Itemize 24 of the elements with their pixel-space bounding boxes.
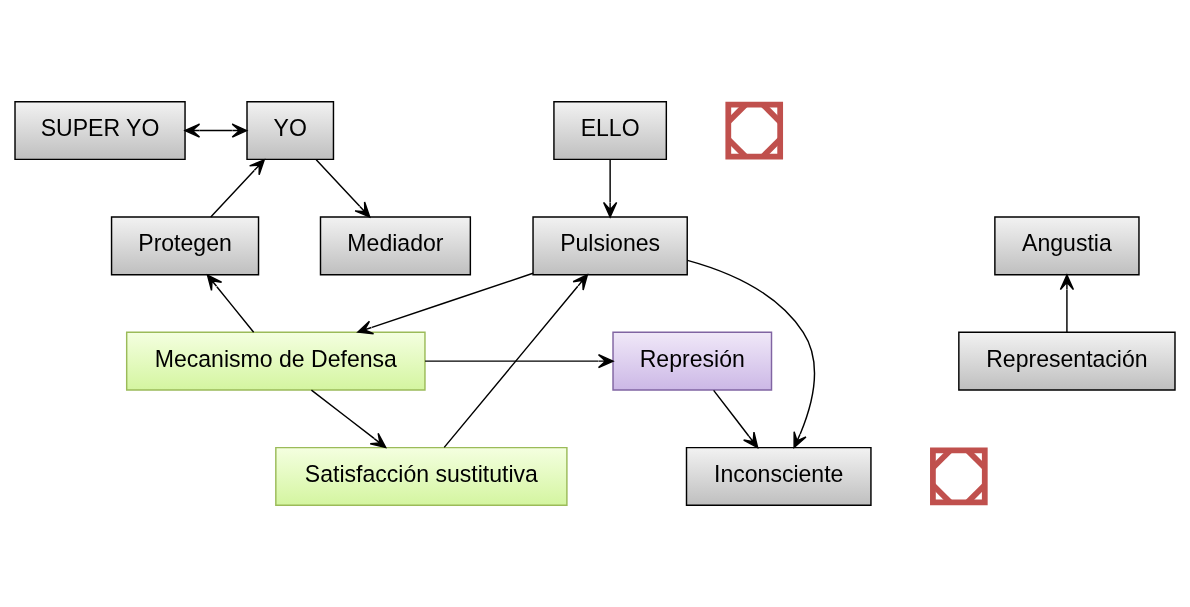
node-box: Satisfacción sustitutiva xyxy=(275,446,568,506)
arrow xyxy=(1059,274,1075,333)
arrow xyxy=(184,123,248,138)
arrow xyxy=(686,259,815,449)
node-box: Represión xyxy=(612,331,773,391)
node-box: Mediador xyxy=(319,216,472,276)
arrow xyxy=(210,159,265,218)
arrow xyxy=(310,389,387,449)
arrow xyxy=(424,353,614,369)
node-box: Angustia xyxy=(994,216,1140,276)
node-box: YO xyxy=(246,101,335,161)
arrow xyxy=(357,272,534,335)
node-box: Inconsciente xyxy=(685,446,872,506)
arrow xyxy=(443,274,589,449)
node-box: ELLO xyxy=(553,101,668,161)
node-box: Mecanismo de Defensa xyxy=(125,331,426,391)
arrow xyxy=(712,389,759,449)
arrow xyxy=(206,274,255,333)
node-box: Pulsiones xyxy=(532,216,688,276)
node-box: Protegen xyxy=(110,216,260,276)
node-box: SUPER YO xyxy=(14,101,186,161)
arrow xyxy=(602,159,618,218)
arrow xyxy=(315,159,371,218)
node-box: Representación xyxy=(958,331,1176,391)
